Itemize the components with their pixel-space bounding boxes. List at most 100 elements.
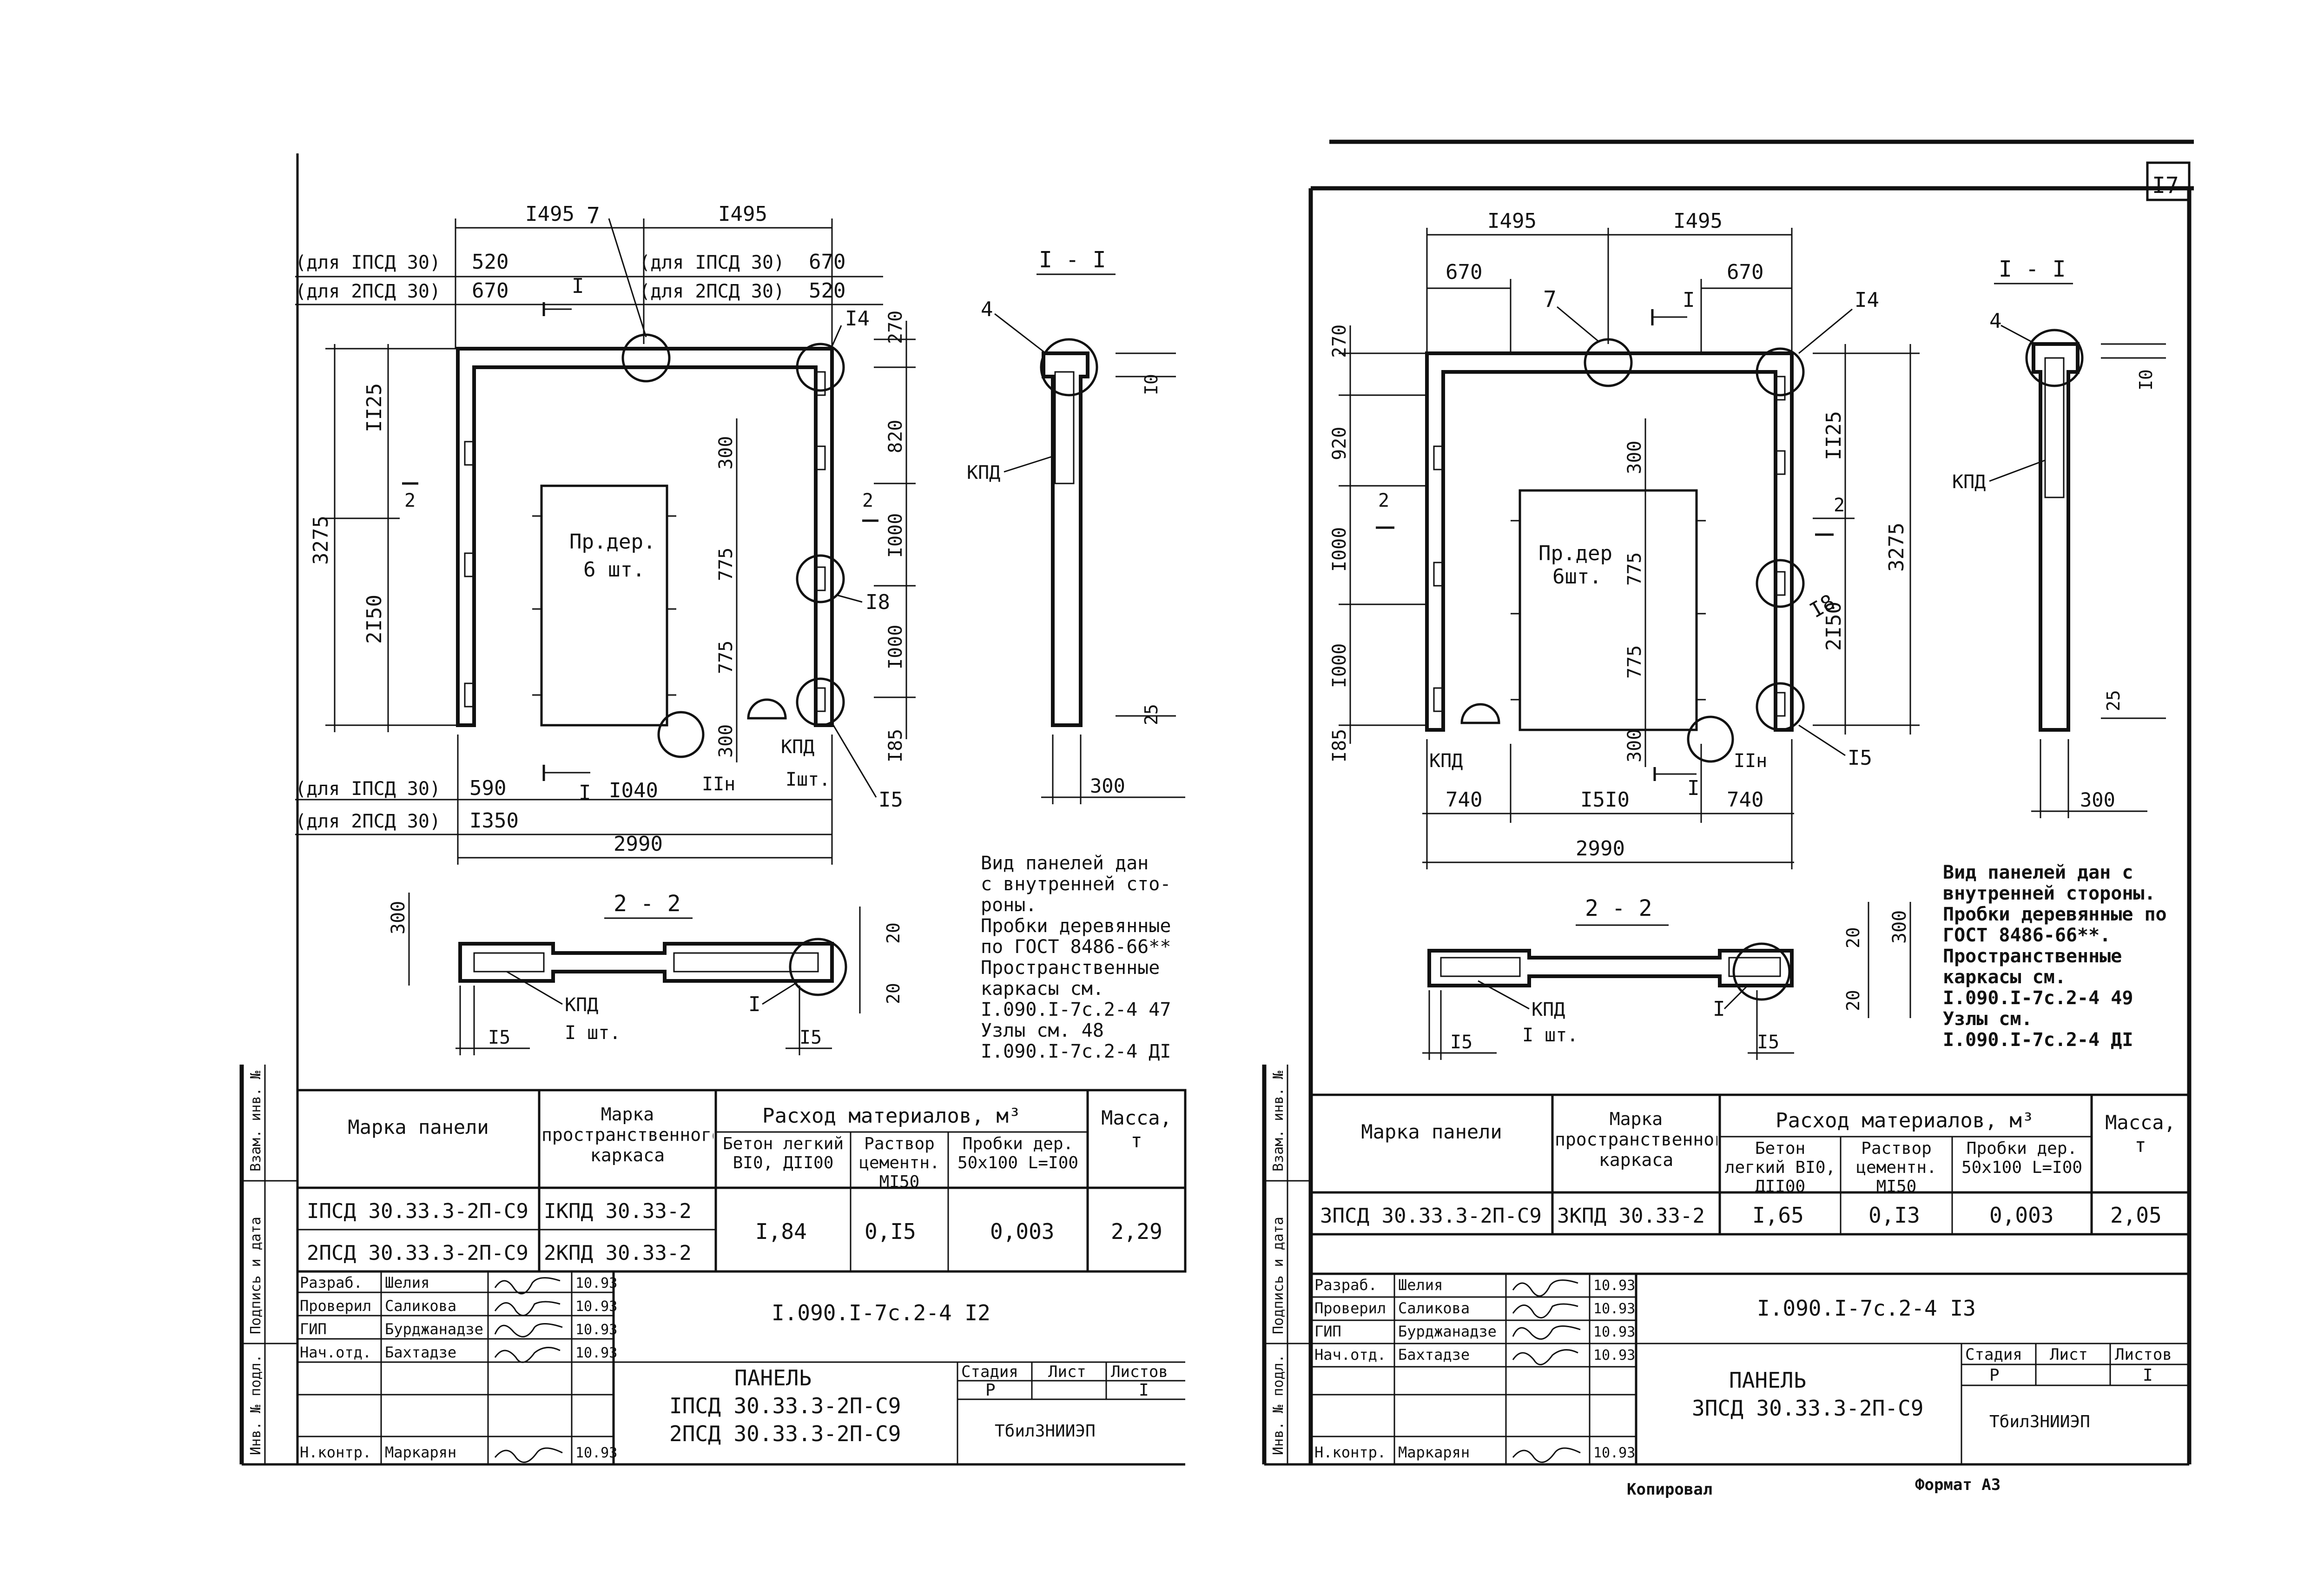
left-stamp-title1: ПАНЕЛЬ xyxy=(734,1365,812,1390)
right-dim-270: 270 xyxy=(1329,324,1350,358)
left-th-frame: Марка пространственного каркаса xyxy=(541,1104,713,1165)
right-stamp-r1-role: Разраб. xyxy=(1314,1276,1377,1294)
right-dim-1125: II25 xyxy=(1822,411,1846,460)
left-sec22-20a: 20 xyxy=(883,922,904,944)
left-detail-15-circle xyxy=(796,677,845,727)
left-row2-mark: 2ПСД 30.33.3-2П-С9 xyxy=(307,1241,528,1265)
right-sec11-4: 4 xyxy=(1989,309,2002,333)
left-sec11-title: I - I xyxy=(1039,247,1106,273)
left-label-kpd: КПД xyxy=(781,736,814,758)
left-panel-elevation: 7 I4 I8 I5 I I 2 2 Пр.дер. 6 шт. IIн КПД… xyxy=(402,203,903,812)
right-stamp-org: ТбилЗНИИЭП xyxy=(1989,1412,2090,1431)
right-sec11-title: I - I xyxy=(1999,256,2066,282)
left-note-row1: (для IПСД 30) xyxy=(295,252,441,273)
left-side-strip: Инв. № подл. Подпись и дата Взам. инв. № xyxy=(242,1065,297,1464)
left-sec22-1sht: I шт. xyxy=(565,1022,621,1044)
left-callout-14: I4 xyxy=(845,307,870,331)
left-stamp-r3-name: Бурджанадзе xyxy=(385,1320,483,1338)
left-sec11-300: 300 xyxy=(1090,774,1125,797)
left-bot-note1-val: 590 xyxy=(469,776,506,800)
left-dim-3275: 3275 xyxy=(309,516,333,565)
right-sec22-15a: I5 xyxy=(1450,1032,1472,1053)
left-detail-11n-circle xyxy=(657,711,705,758)
left-top-dimensions: I495 I495 (для IПСД 30) 520 (для IПСД 30… xyxy=(295,202,883,349)
left-dim-775b: 775 xyxy=(715,641,737,674)
left-dim-1000b: I000 xyxy=(885,625,906,669)
right-sec22-300: 300 xyxy=(1889,910,1910,944)
right-stamp-r2-role: Проверил xyxy=(1314,1299,1386,1317)
right-dim-920: 920 xyxy=(1329,427,1350,460)
right-stamp-r2-date: 10.93 xyxy=(1593,1301,1635,1317)
left-stamp-r2-role: Проверил xyxy=(300,1297,371,1315)
left-stamp-r5-date: 10.93 xyxy=(575,1445,617,1461)
left-row1-frame: IКПД 30.33-2 xyxy=(544,1199,692,1223)
signature-scribble xyxy=(1512,1349,1578,1365)
left-th-mark: Марка панели xyxy=(348,1116,489,1139)
right-th-mark: Марка панели xyxy=(1361,1120,1502,1143)
left-th-mass: Масса, т xyxy=(1101,1106,1172,1152)
right-section-mark-1-bot: I xyxy=(1687,776,1700,800)
left-stamp-r1-role: Разраб. xyxy=(300,1274,363,1291)
left-stamp-stage: Р xyxy=(985,1381,996,1400)
left-stamp-r5-role: Н.контр. xyxy=(300,1443,371,1461)
right-callout-7: 7 xyxy=(1543,286,1557,312)
right-note-line: Пробки деревянные по xyxy=(1943,904,2167,925)
right-dim-670-a: 670 xyxy=(1446,260,1482,284)
left-note-line: каркасы см. xyxy=(981,978,1104,1000)
right-dim-1495-a: I495 xyxy=(1487,209,1537,233)
right-th-plugs: Пробки дер. 50х100 L=I00 xyxy=(1961,1139,2083,1177)
left-note-line: Пространственные xyxy=(981,957,1160,979)
right-side-label: Инв. № подл. xyxy=(1270,1354,1287,1455)
right-row1-frame: 3КПД 30.33-2 xyxy=(1557,1204,1705,1228)
left-section-mark-2-left: 2 xyxy=(404,490,416,511)
right-stamp-r5-name: Маркарян xyxy=(1398,1443,1470,1461)
left-row1-mark: IПСД 30.33.3-2П-С9 xyxy=(307,1199,528,1223)
left-note-row2-right: (для 2ПСД 30) xyxy=(639,281,785,302)
right-th-concrete: Бетон легкий BI0, ДII00 xyxy=(1724,1139,1836,1192)
right-dim-1495-b: I495 xyxy=(1673,209,1723,233)
left-callout-18: I8 xyxy=(865,590,890,614)
right-sec11-kpd: КПД xyxy=(1952,471,1986,493)
left-dim-300b: 300 xyxy=(715,724,737,758)
left-stamp-code: I.090.I-7с.2-4 I2 xyxy=(772,1300,990,1325)
right-right-dimensions: II25 3275 2I50 xyxy=(1813,344,1920,735)
left-section-1-1: I - I 4 КПД I0 25 300 xyxy=(967,247,1185,804)
right-stamp-r4-date: 10.93 xyxy=(1593,1347,1635,1364)
left-sec22-15a: I5 xyxy=(488,1027,510,1048)
left-sec22-kpd: КПД xyxy=(565,994,598,1016)
right-row1-mark: 3ПСД 30.33.3-2П-С9 xyxy=(1320,1204,1542,1228)
left-title-block: Разраб. Шелия 10.93 Проверил Саликова 10… xyxy=(296,1271,1185,1464)
left-stamp-r2-name: Саликова xyxy=(385,1297,456,1315)
left-side-label: Взам. инв. № xyxy=(248,1071,264,1172)
right-stamp-sheet-h: Лист xyxy=(2050,1345,2088,1364)
right-notes: Вид панелей дан с внутренней стороны. Пр… xyxy=(1943,862,2167,1051)
left-row2-frame: 2КПД 30.33-2 xyxy=(544,1241,692,1265)
right-materials-table: Марка панели Марка пространственного кар… xyxy=(1309,1093,2191,1236)
right-dim-670-b: 670 xyxy=(1727,260,1763,284)
left-stamp-r2-date: 10.93 xyxy=(575,1298,617,1315)
right-note-line: каркасы см. xyxy=(1943,966,2066,988)
left-th-concrete: Бетон легкий BI0, ДII00 xyxy=(722,1134,844,1172)
left-note-line: I.090.I-7с.2-4 47 xyxy=(981,999,1171,1020)
left-bot-note2-val: I350 xyxy=(469,809,519,833)
left-dim-2150: 2I50 xyxy=(363,595,386,644)
right-panel-elevation: 7 I4 I8 I5 I I 2 2 Пр.дер 6шт. IIн КПД xyxy=(1376,286,1879,800)
left-val-mass: 2,29 xyxy=(1111,1219,1162,1244)
right-val-concrete: I,65 xyxy=(1752,1203,1804,1228)
left-note-row2-right-val: 520 xyxy=(809,279,845,303)
right-callout-14: I4 xyxy=(1855,288,1879,312)
right-stamp-r2-name: Саликова xyxy=(1398,1299,1470,1317)
right-sec22-20a: 20 xyxy=(1843,927,1863,948)
left-dim-270: 270 xyxy=(885,311,906,344)
right-label-11n: IIн xyxy=(1734,750,1767,772)
left-note-row1-right: (для IПСД 30) xyxy=(639,252,785,273)
right-page-number: I7 xyxy=(2152,172,2179,199)
left-stamp-r4-name: Бахтадзе xyxy=(385,1344,456,1361)
left-bot-note1: (для IПСД 30) xyxy=(295,778,441,800)
left-val-concrete: I,84 xyxy=(755,1219,807,1244)
right-note-line: Узлы см. xyxy=(1943,1008,2033,1030)
left-stamp-title2: IПСД 30.33.3-2П-С9 xyxy=(669,1393,901,1418)
left-right-dimensions: 270 820 I000 I000 I85 300 775 775 300 xyxy=(715,311,916,762)
left-dim-775a: 775 xyxy=(715,548,737,581)
left-callout-15: I5 xyxy=(878,788,903,812)
